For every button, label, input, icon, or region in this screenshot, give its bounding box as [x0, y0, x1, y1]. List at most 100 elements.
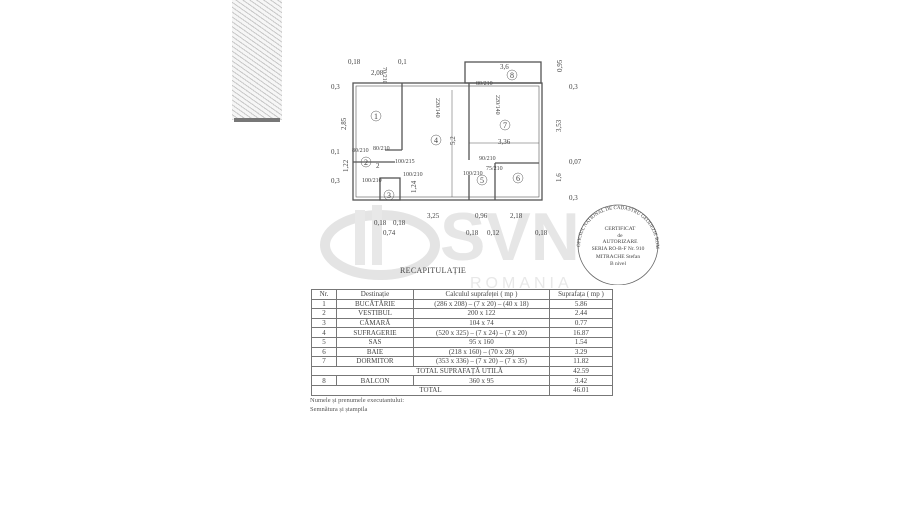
door-label: 70/210: [381, 67, 387, 84]
door-label: 100/210: [403, 172, 423, 178]
cell-surface: 1.54: [549, 336, 613, 348]
room-6-label: 6: [516, 174, 520, 183]
cell-calculation: (218 x 160) – (70 x 28): [413, 346, 550, 358]
dim-top: 3,6: [500, 63, 509, 71]
stamp-line: AUTORIZARE: [602, 239, 638, 245]
total-row: TOTAL 46.01: [311, 384, 613, 396]
executor-name-label: Numele și prenumele executantului:: [310, 397, 405, 404]
surface-table: Nr. Destinație Calculul suprafeței ( mp …: [311, 289, 613, 396]
door-label: 80/210: [352, 148, 369, 154]
room-1-label: 1: [374, 112, 378, 121]
room-2-label: 2: [364, 158, 368, 167]
door-label: 75/210: [486, 166, 503, 172]
dim-right: 0,07: [569, 158, 582, 166]
total-value: 46.01: [549, 384, 613, 396]
door-label: 100/215: [395, 159, 415, 165]
door-label: 80/210: [373, 146, 390, 152]
cell-calculation: (353 x 336) – (7 x 20) – (7 x 35): [413, 356, 550, 367]
cell-destination: CĂMARĂ: [336, 317, 414, 329]
cell-destination: BALCON: [336, 375, 414, 386]
total-useful-label: TOTAL SUPRAFAȚĂ UTILĂ: [311, 365, 550, 377]
room-7-label: 7: [503, 121, 507, 130]
cell-nr: 5: [311, 336, 337, 348]
cell-calculation: 200 x 122: [413, 308, 550, 319]
stamp-line: B nivel: [610, 261, 627, 267]
plan-circles: [360, 69, 524, 201]
door-label: 220/140: [494, 95, 500, 115]
door-label: 80/210: [476, 81, 493, 87]
dim-inner: 2: [376, 162, 380, 170]
dim-right: 1,6: [555, 173, 563, 182]
dim-left: 0,3: [331, 83, 340, 91]
room-3-label: 3: [387, 191, 391, 200]
dim-bottom: 0,96: [475, 212, 488, 220]
dim-right: 3,53: [555, 119, 563, 132]
room-4-label: 4: [434, 136, 438, 145]
signature-label: Semnătura și ștampila: [310, 406, 368, 413]
cell-destination: BAIE: [336, 346, 414, 358]
total-useful-value: 42.59: [549, 365, 613, 377]
cell-nr: 2: [311, 308, 337, 319]
dim-left: 2,85: [340, 117, 348, 130]
cell-nr: 8: [311, 375, 337, 386]
dim-top: 0,95: [556, 59, 564, 72]
cell-nr: 3: [311, 317, 337, 329]
door-label: 220/140: [434, 98, 440, 118]
cell-nr: 7: [311, 356, 337, 367]
cell-calculation: 104 x 74: [413, 317, 550, 329]
dim-bottom: 3,25: [427, 212, 440, 220]
cell-destination: DORMITOR: [336, 356, 414, 367]
recap-title: RECAPITULAȚIE: [400, 266, 467, 275]
cell-destination: VESTIBUL: [336, 308, 414, 319]
door-label: 90/210: [479, 156, 496, 162]
cell-nr: 4: [311, 327, 337, 338]
scan-artifact-bar: [234, 118, 280, 122]
cell-calculation: (286 x 208) – (7 x 20) – (40 x 18): [413, 298, 550, 310]
dim-left: 1,22: [342, 159, 350, 172]
cell-surface: 16.87: [549, 327, 613, 338]
table-header-row: Nr. Destinație Calculul suprafeței ( mp …: [311, 289, 613, 300]
dim-bottom: 0,18: [374, 219, 387, 227]
dim-top: 0,1: [398, 58, 407, 66]
cell-nr: 1: [311, 298, 337, 310]
dim-bottom: 2,18: [510, 212, 523, 220]
door-label: 100/210: [463, 171, 483, 177]
dim-right: 0,3: [569, 194, 578, 202]
dim-bottom: 0,12: [487, 229, 500, 237]
certification-stamp: OFICIUL NATIONAL DE CADASTRU GEODEZIE RO…: [568, 195, 659, 285]
room-5-label: 5: [480, 176, 484, 185]
dim-bottom: 0,18: [466, 229, 479, 237]
cell-surface: 11.82: [549, 356, 613, 367]
cell-destination: SUFRAGERIE: [336, 327, 414, 338]
dim-bottom: 0,18: [393, 219, 406, 227]
header-surface: Suprafața ( mp ): [549, 289, 613, 300]
stamp-line: SERIA RO-B-F Nr. 910: [592, 246, 645, 252]
header-destination: Destinație: [336, 289, 414, 300]
dim-inner: 1,24: [410, 180, 418, 193]
cell-surface: 0.77: [549, 317, 613, 329]
stamp-line: de: [617, 233, 623, 239]
cell-calculation: (520 x 325) – (7 x 24) – (7 x 20): [413, 327, 550, 338]
dim-bottom: 0,74: [383, 229, 396, 237]
dim-bottom: 0,18: [535, 229, 548, 237]
cell-destination: BUCĂTĂRIE: [336, 298, 414, 310]
dim-left: 0,1: [331, 148, 340, 156]
header-calculation: Calculul suprafeței ( mp ): [413, 289, 550, 300]
room-8-label: 8: [510, 71, 514, 80]
door-label: 100/210: [362, 178, 382, 184]
stamp-line: CERTIFICAT: [605, 226, 636, 232]
cell-destination: SAS: [336, 336, 414, 348]
cell-surface: 3.29: [549, 346, 613, 358]
plan-walls: [352, 61, 543, 201]
cell-nr: 6: [311, 346, 337, 358]
header-nr: Nr.: [311, 289, 337, 300]
dim-inner: 5,2: [449, 136, 457, 145]
cell-calculation: 360 x 95: [413, 375, 550, 386]
